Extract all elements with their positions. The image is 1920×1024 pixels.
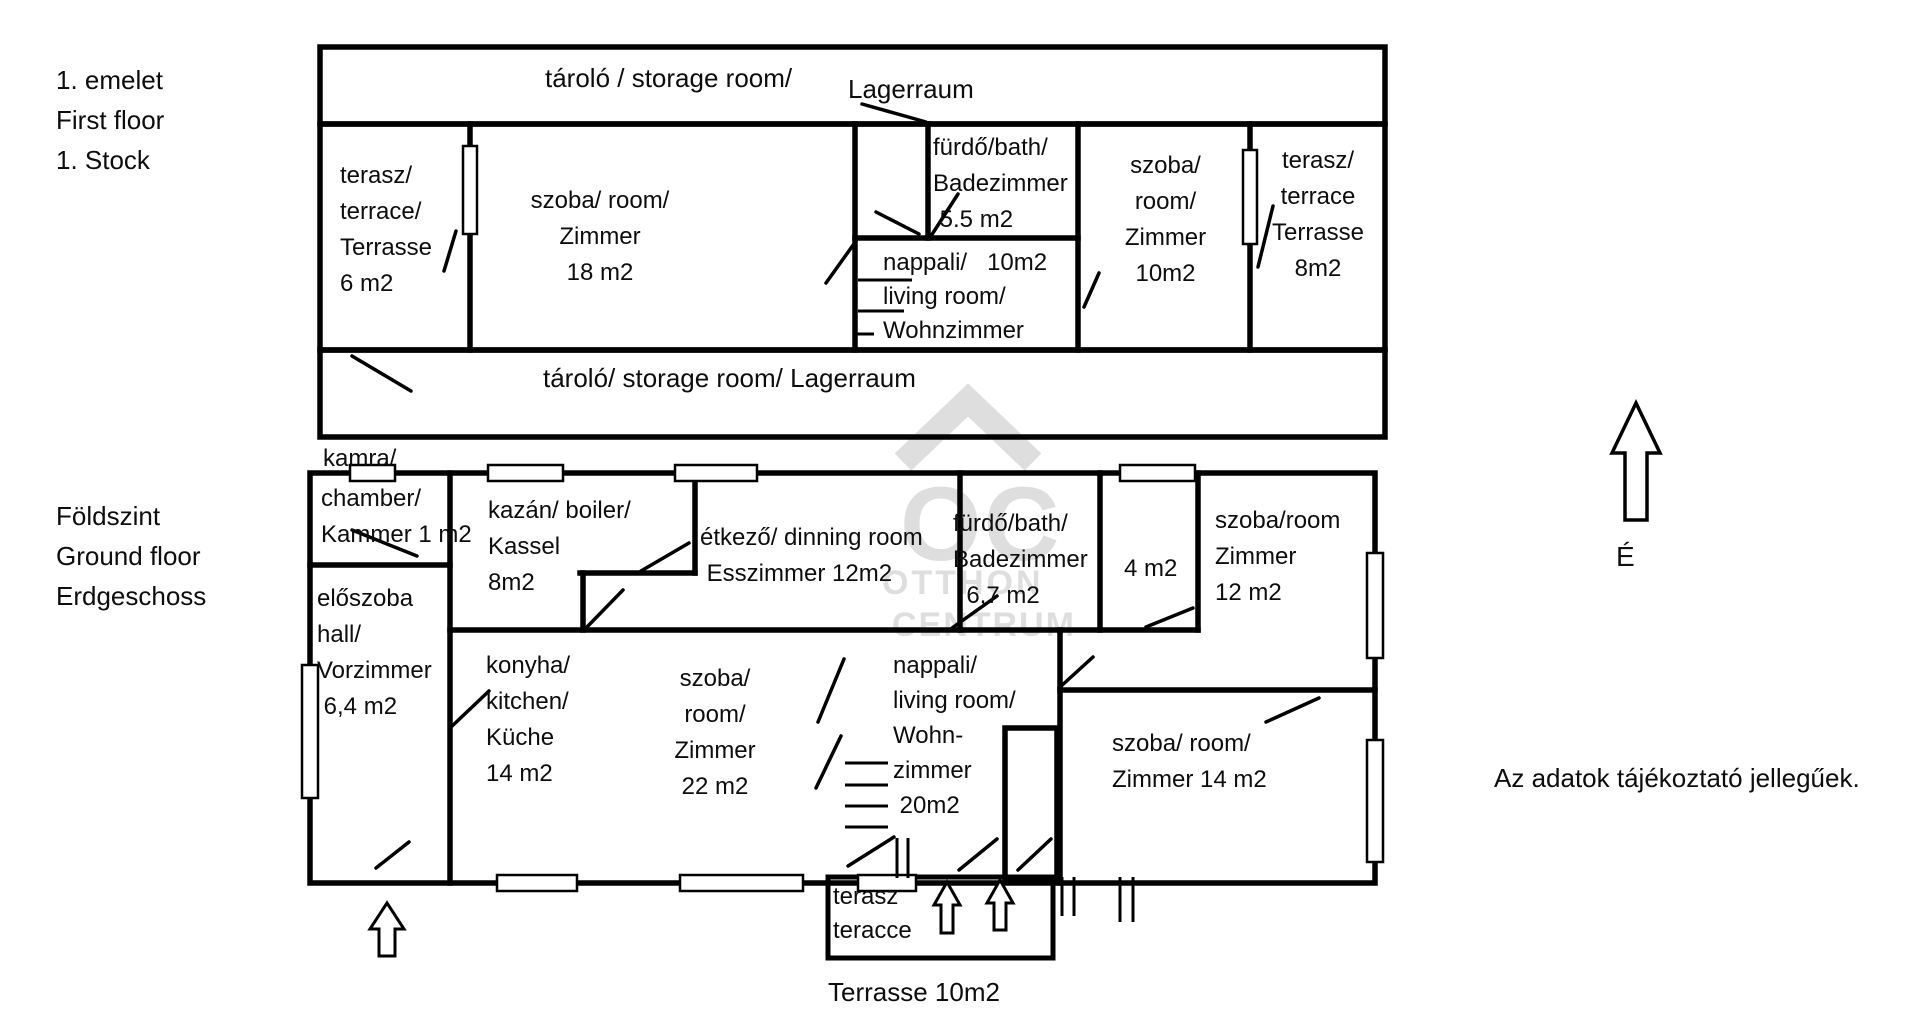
room-label-room-12: szoba/room Zimmer 12 m2 [1215, 507, 1341, 606]
window-icon [678, 873, 805, 893]
room-label-room-18: szoba/ room/ Zimmer 18 m2 [530, 187, 670, 286]
window-icon [1241, 148, 1259, 246]
door-swing-icon [846, 835, 896, 868]
window-icon [486, 463, 565, 483]
door-swing-icon [957, 837, 999, 872]
window-icon [348, 463, 397, 483]
room-label-room-22: szoba/ room/ Zimmer 22 m2 [674, 665, 756, 800]
door-swing-icon [374, 840, 411, 870]
stairs [845, 761, 910, 878]
door-swing-icon [1057, 655, 1095, 690]
watermark-line2: CENTRUM [892, 606, 1076, 644]
terrace-outline [825, 874, 1056, 961]
door-swing-icon [824, 239, 858, 285]
room-label-bath-67: fürdő/bath/ Badezimmer 6,7 m2 [953, 510, 1088, 609]
door-swing-icon [950, 594, 999, 630]
door-swing-icon [874, 210, 921, 236]
step-marks [1060, 877, 1135, 922]
entrance-arrow-icon [367, 900, 407, 958]
door-swing-icon [1256, 204, 1275, 269]
door-swing-icon [639, 541, 691, 573]
north-arrow-icon [1609, 398, 1663, 522]
room-label-dining: étkező/ dinning room Esszimmer 12m2 [700, 524, 923, 587]
first-floor-stair-marks [856, 278, 912, 336]
door-swing-icon [350, 528, 419, 558]
ground-floor-title: Földszint Ground floor Erdgeschoss [56, 501, 207, 611]
room-label-pantry-out: kamra/ [323, 445, 397, 472]
room-label-terrace-8: terasz/ terrace Terrasse 8m2 [1271, 147, 1365, 282]
room-label-kitchen: konyha/ kitchen/ Küche 14 m2 [486, 652, 571, 787]
room-label-room-14: szoba/ room/ Zimmer 14 m2 [1112, 730, 1267, 793]
north-label: É [1616, 541, 1635, 572]
door-swing-icon [584, 588, 625, 630]
ground-floor-doors [350, 528, 1321, 872]
storage-top-label: tároló / storage room/ [545, 63, 793, 93]
terrace-arrows-icon [931, 876, 1016, 935]
storage-top-label2: Lagerraum [848, 74, 974, 104]
disclaimer-text: Az adatok tájékoztató jellegűek. [1494, 763, 1860, 793]
window-icon [1118, 463, 1197, 483]
first-floor-title: 1. emelet First floor 1. Stock [56, 65, 165, 175]
first-floor-walls [317, 44, 1388, 440]
door-swing-icon [1082, 271, 1101, 309]
room-label-boiler: kazán/ boiler/ Kassel 8m2 [488, 497, 631, 596]
watermark-roof-icon [894, 383, 1042, 471]
door-swing-icon [814, 734, 843, 790]
door-swing-icon [442, 229, 458, 273]
door-swing-icon [929, 192, 960, 238]
room-label-living-20: nappali/ living room/ Wohn- zimmer 20m2 [893, 652, 1016, 819]
window-icon [461, 144, 479, 236]
door-swing-icon [350, 354, 413, 393]
room-label-pantry: chamber/ Kammer 1 m2 [321, 485, 472, 548]
window-icon [673, 463, 759, 483]
door-swing-icon [816, 657, 846, 724]
storage-bottom-label: tároló/ storage room/ Lagerraum [543, 363, 916, 393]
room-label-terrace-out: Terrasse 10m2 [828, 977, 1000, 1007]
window-icon [1365, 551, 1385, 660]
ground-floor-windows [300, 463, 1385, 893]
room-label-room-10: szoba/ room/ Zimmer 10m2 [1124, 152, 1207, 287]
first-floor-windows [461, 144, 1259, 246]
room-label-bath-55: fürdő/bath/ Badezimmer 5.5 m2 [933, 134, 1068, 233]
room-label-living-10: nappali/ 10m2 living room/ Wohnzimmer [883, 249, 1048, 344]
door-swing-icon [1144, 606, 1195, 629]
room-label-hall: előszoba hall/ Vorzimmer 6,4 m2 [317, 585, 432, 720]
door-swing-icon [1016, 837, 1053, 872]
room-label-terrace-in: terasz teracce [833, 883, 912, 944]
first-floor-doors [350, 102, 1275, 393]
label-pointer-line [860, 102, 928, 124]
door-swing-icon [448, 689, 491, 730]
window-icon [856, 873, 918, 893]
window-icon [300, 663, 320, 800]
door-swing-icon [1264, 696, 1321, 724]
window-icon [1365, 738, 1385, 864]
window-icon [495, 873, 579, 893]
room-label-small-4: 4 m2 [1124, 555, 1178, 582]
watermark-monogram: OC [900, 466, 1062, 583]
room-label-terrace-6: terasz/ terrace/ Terrasse 6 m2 [340, 162, 433, 297]
